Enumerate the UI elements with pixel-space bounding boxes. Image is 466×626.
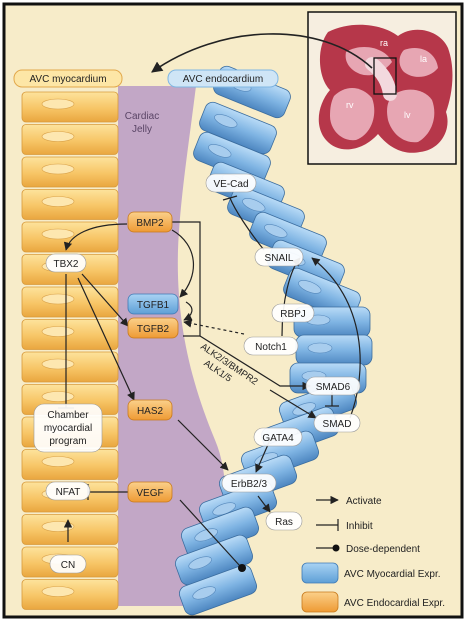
ve-cad-label: VE-Cad [213, 179, 248, 190]
ra-label: ra [380, 38, 388, 48]
myocardial-nucleus [42, 359, 74, 369]
legend-myocardial-label: AVC Myocardial Expr. [344, 569, 441, 580]
rv-label: rv [346, 100, 354, 110]
vegf-node: VEGF [128, 482, 172, 502]
snail-label: SNAIL [265, 253, 294, 264]
chamber-program-line3: program [49, 436, 86, 447]
tgfb1-node: TGFB1 [128, 294, 178, 314]
legend-activate-label: Activate [346, 496, 382, 507]
heart-inset: ra la rv lv [308, 12, 456, 164]
notch1-label: Notch1 [255, 342, 287, 353]
erbb23-label: ErbB2/3 [231, 479, 268, 490]
tbx2-label: TBX2 [53, 259, 78, 270]
legend-endocardial-swatch [302, 592, 338, 612]
legend-inhibit-label: Inhibit [346, 521, 373, 532]
ras-label: Ras [275, 517, 293, 528]
header-myocardium: AVC myocardium [14, 70, 122, 87]
legend-myocardial-swatch [302, 563, 338, 583]
myocardial-nucleus [42, 164, 74, 174]
myocardial-nucleus [42, 392, 74, 402]
lv-label: lv [404, 110, 411, 120]
legend-endocardial-label: AVC Endocardial Expr. [344, 598, 445, 609]
myocardial-nucleus [42, 99, 74, 109]
nfat-label: NFAT [56, 487, 81, 498]
cardiac-jelly-label-line2: Jelly [132, 124, 152, 135]
tgfb1-label: TGFB1 [137, 300, 170, 311]
myocardial-nucleus [42, 327, 74, 337]
gata4-label: GATA4 [262, 433, 294, 444]
bmp2-label: BMP2 [136, 218, 164, 229]
chamber-program-line1: Chamber [47, 410, 89, 421]
smad-label: SMAD [323, 419, 352, 430]
has2-node: HAS2 [128, 400, 172, 420]
legend-dose-dot [333, 545, 340, 552]
legend-dose-label: Dose-dependent [346, 544, 420, 555]
header-endocardium-label: AVC endocardium [183, 74, 263, 85]
la-label: la [420, 54, 427, 64]
header-endocardium: AVC endocardium [168, 70, 278, 87]
myocardial-nucleus [42, 197, 74, 207]
cardiac-jelly-label-line1: Cardiac [125, 111, 159, 122]
smad6-label: SMAD6 [316, 382, 351, 393]
bmp2-node: BMP2 [128, 212, 172, 232]
rbpj-label: RBPJ [280, 309, 306, 320]
myocardial-nucleus [42, 522, 74, 532]
myocardial-nucleus [42, 132, 74, 142]
header-myocardium-label: AVC myocardium [29, 74, 106, 85]
tgfb2-node: TGFB2 [128, 318, 178, 338]
chamber-program-line2: myocardial [44, 423, 92, 434]
tgfb2-label: TGFB2 [137, 324, 170, 335]
vegf-dose-dependent-dot [238, 564, 246, 572]
has2-label: HAS2 [137, 406, 164, 417]
myocardial-nucleus [42, 229, 74, 239]
myocardial-nucleus [42, 587, 74, 597]
vegf-label: VEGF [136, 488, 163, 499]
myocardial-nucleus [42, 294, 74, 304]
cn-label: CN [61, 560, 75, 571]
myocardial-nucleus [42, 457, 74, 467]
